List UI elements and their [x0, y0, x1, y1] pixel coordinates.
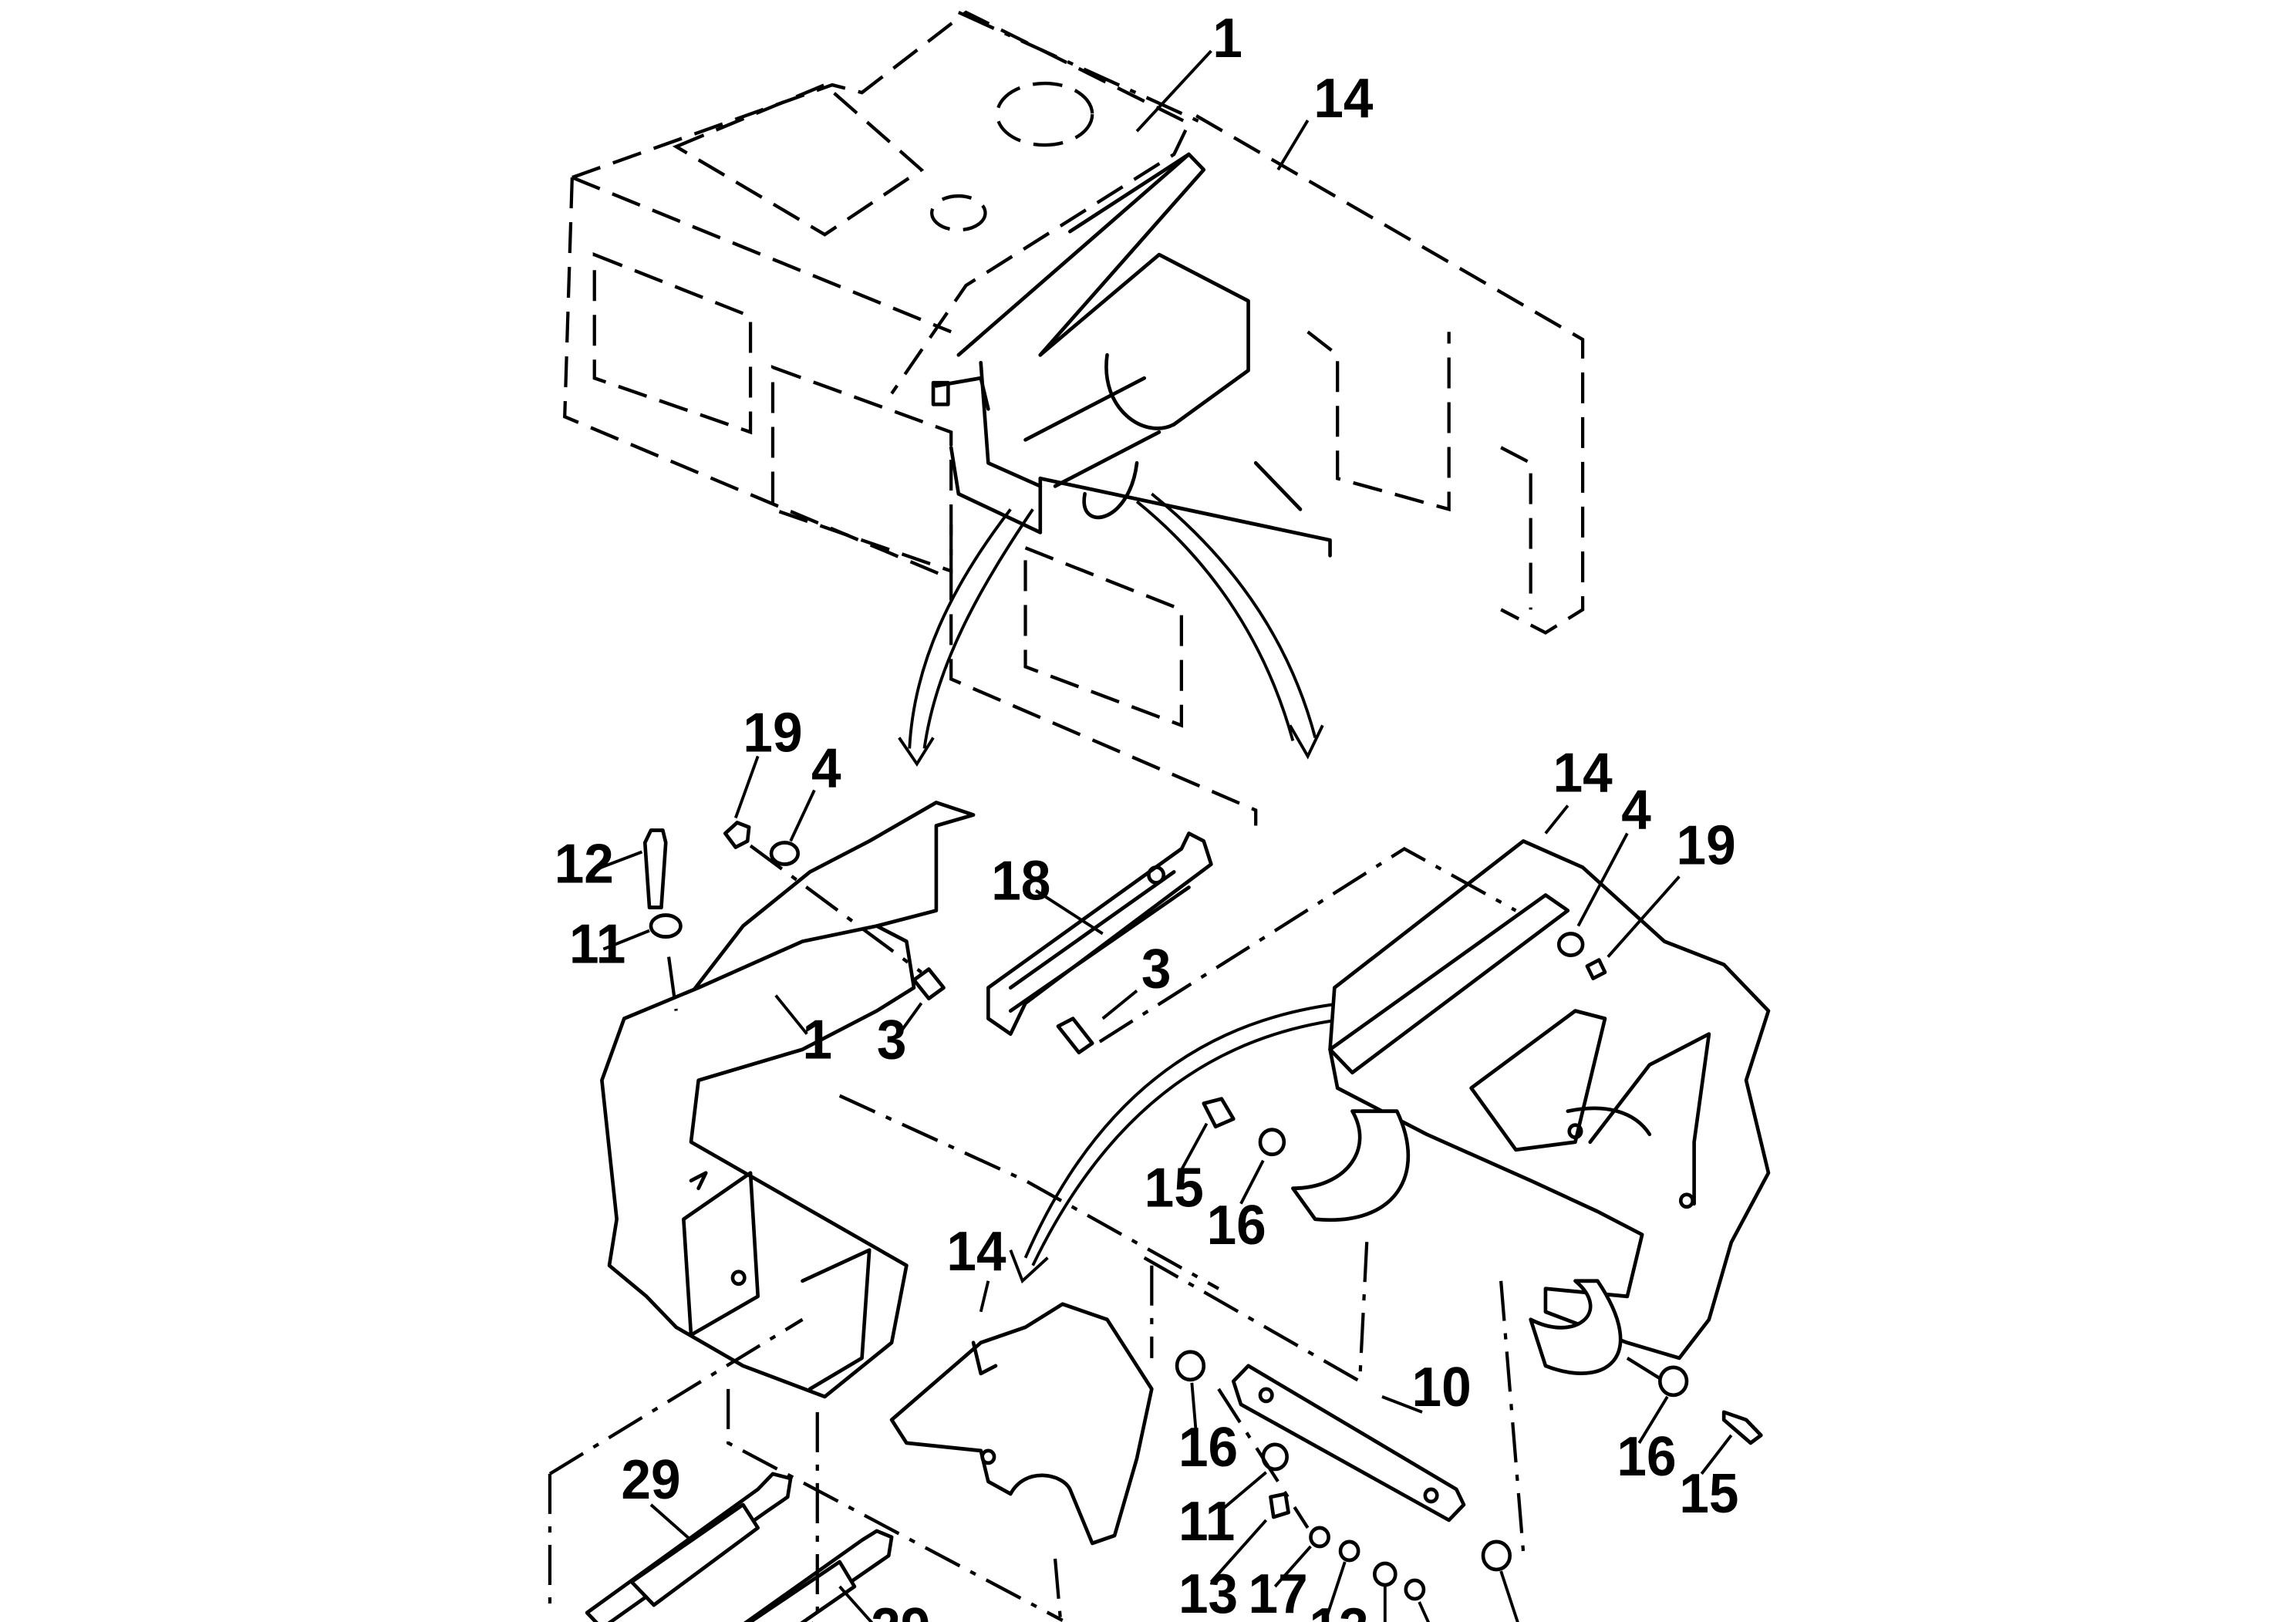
callout-18: 18: [991, 849, 1050, 911]
callout-14-top: 14: [1313, 67, 1373, 129]
callout-3-left: 3: [877, 1008, 907, 1070]
fasteners-top-left: [642, 821, 1094, 1055]
callout-15-right: 15: [1679, 1462, 1738, 1524]
callout-13-b: 13: [1310, 1597, 1369, 1622]
callout-17-a: 17: [1249, 1563, 1308, 1622]
callout-1-mid: 1: [803, 1008, 833, 1070]
callout-leader-lines: [596, 49, 1733, 1622]
phantom-leader-lines: [548, 844, 1666, 1622]
washers-and-nuts: [1175, 932, 1763, 1601]
callout-16-left: 16: [1207, 1194, 1266, 1256]
callout-15-left: 15: [1145, 1157, 1204, 1219]
callout-19-left: 19: [743, 701, 802, 763]
callout-13-a: 13: [1178, 1563, 1238, 1622]
callout-14-right: 14: [1553, 741, 1613, 803]
part-14-center-bracket: [889, 1302, 1154, 1546]
part-14-right-assembly: [1328, 839, 1771, 1361]
callout-14-mid: 14: [946, 1220, 1006, 1282]
callout-3-right: 3: [1141, 937, 1172, 999]
callout-1-top: 1: [1212, 7, 1242, 69]
callout-10: 10: [1412, 1356, 1472, 1418]
callout-16-washer-a: 16: [1178, 1416, 1238, 1478]
gas-spring-parts: [585, 1472, 894, 1622]
callout-19-right: 19: [1676, 814, 1735, 875]
u-hook-parts: [1291, 1109, 1623, 1375]
callout-12: 12: [555, 832, 614, 894]
callout-11-left: 11: [569, 912, 625, 974]
assembly-direction-arrows: [898, 492, 1472, 1284]
callout-4-left: 4: [811, 737, 841, 798]
callout-11-lower: 11: [1178, 1490, 1235, 1552]
callout-16-right: 16: [1617, 1425, 1676, 1487]
part-1-bracket-plate: [600, 801, 976, 1399]
callout-29-b: 29: [871, 1597, 930, 1622]
callout-4-right: 4: [1621, 778, 1651, 840]
callout-29-a: 29: [621, 1448, 680, 1510]
part-18-bar: [986, 831, 1213, 1037]
top-housing-assembly: [563, 10, 1585, 826]
callout-labels: 1 14 19 4 12 11 18 3 3 1 14 4 19 15 16 1…: [555, 7, 1739, 1622]
part-10-link: [1231, 1364, 1466, 1523]
